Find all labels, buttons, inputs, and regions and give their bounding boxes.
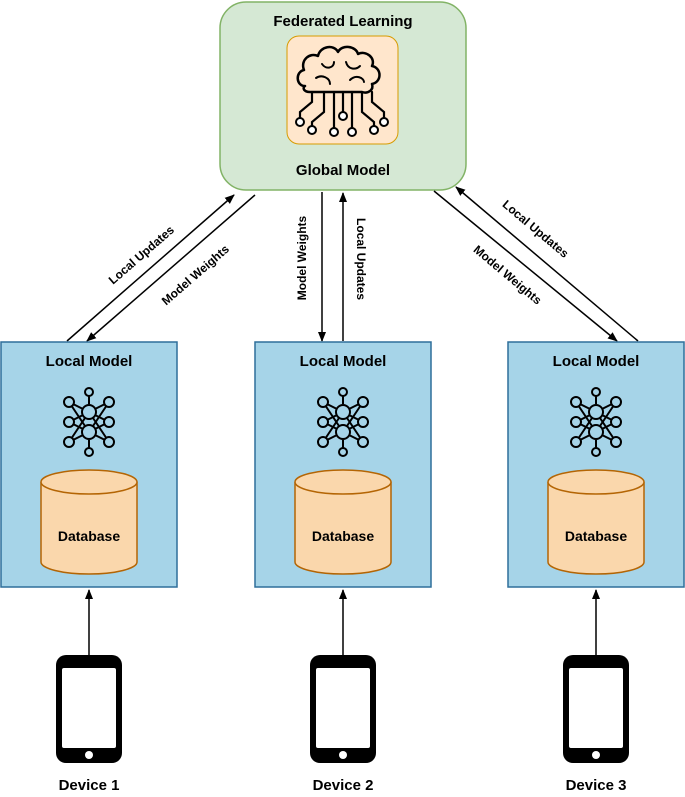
- device-connectors: [85, 589, 600, 655]
- device-1: Device 1: [56, 655, 122, 794]
- device-2: Device 2: [310, 655, 376, 794]
- smartphone-icon: [56, 655, 122, 763]
- database-label: Database: [58, 528, 120, 544]
- edge-local-updates-3: [455, 186, 639, 342]
- label-local-updates-3: Local Updates: [500, 197, 572, 261]
- global-subtitle: Global Model: [296, 162, 390, 179]
- local-model-title: Local Model: [553, 353, 640, 370]
- database-cylinder-icon: Database: [294, 469, 392, 575]
- local-model-node-3: Local Model Database: [507, 341, 685, 588]
- database-label: Database: [565, 528, 627, 544]
- label-local-updates-2: Local Updates: [354, 218, 368, 300]
- edge-local-updates-1: [66, 194, 235, 342]
- device-label: Device 3: [566, 777, 627, 794]
- smartphone-icon: [563, 655, 629, 763]
- database-cylinder-icon: Database: [40, 469, 138, 575]
- edge-model-weights-3: [433, 190, 618, 342]
- neural-network-icon: [63, 387, 115, 457]
- local-model-title: Local Model: [300, 353, 387, 370]
- device-label: Device 2: [313, 777, 374, 794]
- smartphone-icon: [310, 655, 376, 763]
- device-3: Device 3: [563, 655, 629, 794]
- database-cylinder-icon: Database: [547, 469, 645, 575]
- connectors: [66, 186, 639, 342]
- edge-model-weights-1: [86, 194, 256, 342]
- local-model-node-1: Local Model Database: [0, 341, 178, 588]
- global-title: Federated Learning: [273, 13, 412, 30]
- database-label: Database: [312, 528, 374, 544]
- label-model-weights-2: Model Weights: [295, 215, 309, 300]
- global-model-node: Federated Learning: [219, 1, 467, 191]
- neural-network-icon: [570, 387, 622, 457]
- neural-network-icon: [317, 387, 369, 457]
- brain-circuit-icon: [286, 35, 399, 145]
- device-label: Device 1: [59, 777, 120, 794]
- local-model-node-2: Local Model Database: [254, 341, 432, 588]
- local-model-title: Local Model: [46, 353, 133, 370]
